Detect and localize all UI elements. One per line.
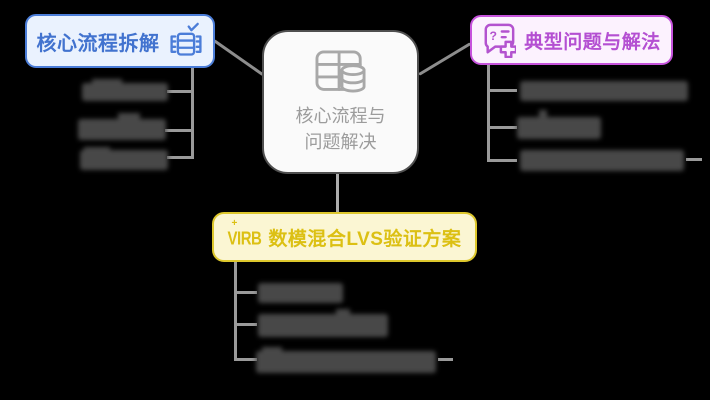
branch-node-problems-label: 典型问题与解法: [524, 31, 661, 53]
solution-branch-tick-1: [236, 291, 257, 294]
branch-node-process[interactable]: 核心流程拆解: [25, 14, 215, 68]
branch-node-problems[interactable]: ? 典型问题与解法: [470, 15, 673, 65]
server-check-icon: [168, 22, 204, 60]
solution-branch-stub: [438, 358, 453, 361]
connector-center-to-solution: [336, 174, 339, 213]
solution-sub-item-1[interactable]: [258, 283, 343, 303]
problems-sub-item-1[interactable]: [520, 81, 688, 101]
problems-branch-tick-3: [488, 159, 517, 162]
process-branch-tick-1: [167, 90, 193, 93]
problems-branch-stub: [686, 158, 702, 161]
process-branch-tick-3: [167, 156, 193, 159]
problems-branch-trunk: [487, 63, 490, 162]
chat-question-plus-icon: ?: [482, 22, 517, 58]
process-sub-item-2[interactable]: [78, 113, 166, 140]
center-node-title-line1: 核心流程与: [295, 106, 386, 126]
solution-sub-item-2[interactable]: [258, 309, 388, 337]
process-sub-item-1[interactable]: [82, 79, 168, 101]
solution-branch-tick-3: [236, 358, 257, 361]
center-node[interactable]: 核心流程与 问题解决: [262, 30, 419, 174]
virb-logo-icon: + VIRB: [227, 218, 262, 249]
solution-branch-tick-2: [236, 323, 257, 326]
virb-logo-text: VIRB: [227, 227, 262, 249]
problems-branch-tick-2: [488, 126, 517, 129]
process-branch-trunk: [191, 66, 194, 159]
process-sub-item-3[interactable]: [80, 147, 168, 170]
branch-node-solution-label: 数模混合LVS验证方案: [268, 228, 462, 250]
branch-node-solution[interactable]: + VIRB 数模混合LVS验证方案: [212, 212, 477, 262]
center-node-title-line2: 问题解决: [304, 132, 377, 152]
solution-branch-trunk: [234, 261, 237, 361]
solution-sub-item-3[interactable]: [256, 347, 436, 373]
connector-center-to-process: [213, 39, 265, 77]
problems-sub-item-2[interactable]: [517, 110, 601, 139]
connector-center-to-problems: [418, 42, 472, 76]
problems-sub-item-3[interactable]: [520, 150, 684, 171]
branch-node-process-label: 核心流程拆解: [36, 32, 160, 55]
problems-branch-tick-1: [488, 89, 517, 92]
svg-text:?: ?: [490, 29, 498, 43]
process-branch-tick-2: [165, 129, 193, 132]
table-database-icon: [314, 49, 368, 99]
virb-plus-sparkle: +: [231, 217, 238, 229]
